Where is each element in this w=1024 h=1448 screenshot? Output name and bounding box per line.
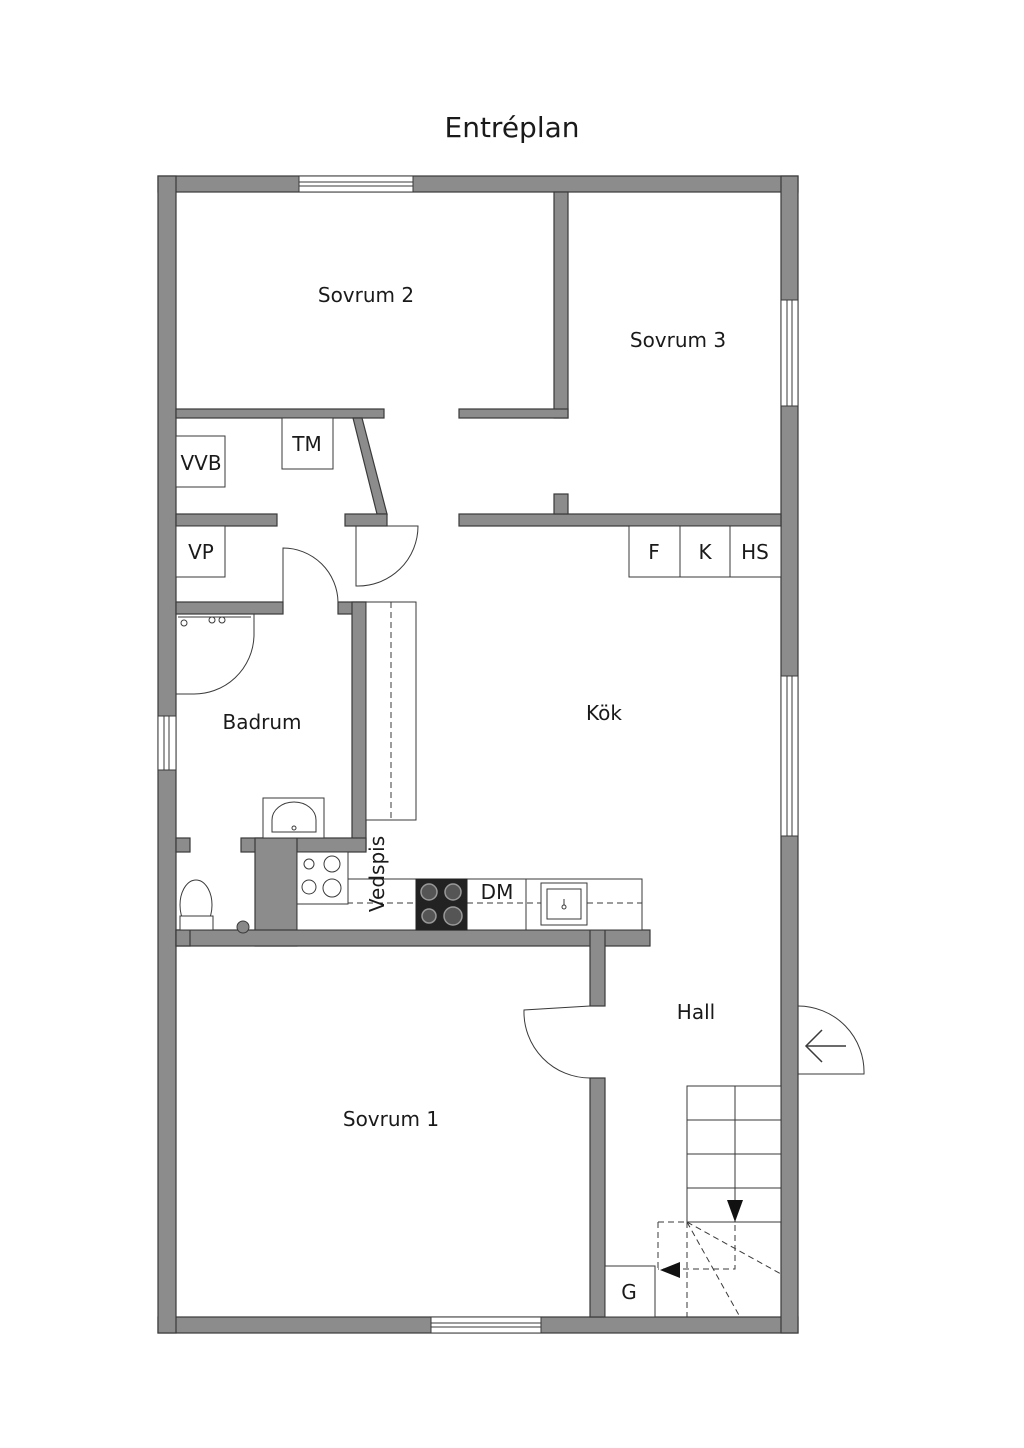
entrance-arrow-icon	[804, 1029, 846, 1063]
fixture-label-dm: DM	[481, 880, 514, 904]
toilet	[179, 879, 250, 934]
interior-walls	[175, 191, 782, 1318]
shower	[175, 613, 255, 695]
fixture-label-g: G	[621, 1280, 637, 1304]
doors	[282, 525, 865, 1079]
kitchen-counter	[296, 851, 643, 931]
windows	[157, 175, 799, 1334]
room-label-kok: Kök	[586, 701, 622, 725]
plan-title: Entréplan	[445, 111, 580, 144]
room-label-badrum: Badrum	[222, 710, 301, 734]
room-label-sovrum-2: Sovrum 2	[318, 283, 414, 307]
fixture-label-k: K	[698, 540, 712, 564]
fixture-label-vvb: VVB	[180, 451, 221, 475]
fixture-label-tm: TM	[291, 432, 321, 456]
fixture-label-vedspis: Vedspis	[365, 836, 389, 912]
fixture-label-hs: HS	[741, 540, 769, 564]
storage-g	[604, 1265, 656, 1318]
fixture-label-vp: VP	[188, 540, 214, 564]
fixture-label-f: F	[648, 540, 660, 564]
room-label-hall: Hall	[677, 1000, 715, 1024]
kitchen-cabinets	[628, 525, 782, 578]
kitchen-side-counter	[365, 601, 417, 821]
room-label-sovrum-1: Sovrum 1	[343, 1107, 439, 1131]
closet-fixtures	[175, 417, 334, 578]
staircase	[657, 1085, 782, 1318]
room-label-sovrum-3: Sovrum 3	[630, 328, 726, 352]
washbasin	[262, 797, 325, 839]
